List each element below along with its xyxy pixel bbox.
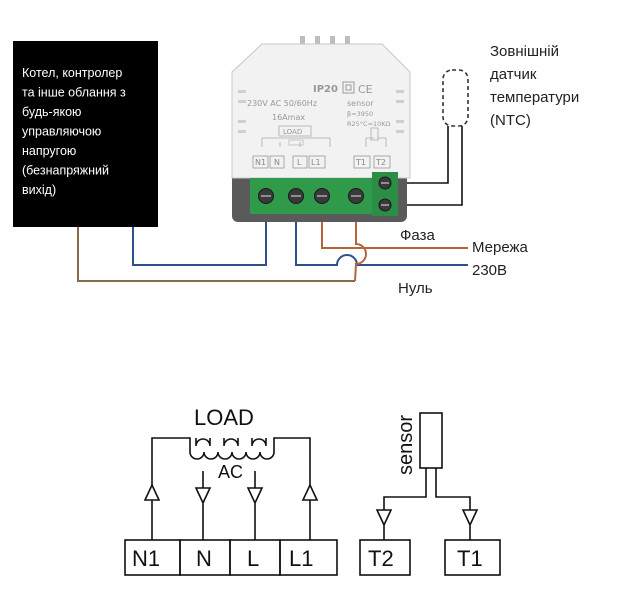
device-terminal-n: N <box>274 158 280 167</box>
device-beta: β=3950 <box>347 110 373 118</box>
schematic-ac-label: AC <box>218 462 243 482</box>
sensor-probe-icon <box>442 69 469 127</box>
load-coil <box>151 437 311 485</box>
n1-connector-icon <box>143 483 161 540</box>
schematic-terminal-n: N <box>196 546 212 571</box>
t2-connector-icon <box>375 468 427 540</box>
device-body <box>231 43 411 179</box>
device-terminal-t1: T1 <box>355 158 366 167</box>
device-terminal-l: L <box>297 158 302 167</box>
device-load-label: LOAD <box>283 128 302 136</box>
ip-rating: IP20 <box>313 84 338 95</box>
schematic-terminal-t2: T2 <box>368 546 394 571</box>
load-wire <box>354 196 367 282</box>
controller-box: Котел, контролер та інше облання з будь-… <box>13 41 158 227</box>
n-connector-icon <box>194 471 212 540</box>
terminal-box-t2 <box>359 539 411 576</box>
sensor-probe-schematic-icon <box>419 412 443 469</box>
device-voltage: 230V AC 50/60Hz <box>247 99 317 108</box>
l1-connector-icon <box>301 483 319 540</box>
sensor-label: Зовнішній датчик температури (NTC) <box>490 43 583 129</box>
control-wire-blue <box>132 196 267 266</box>
device-sensor-word: sensor <box>347 99 374 108</box>
schematic-terminal-l: L <box>247 546 259 571</box>
double-insulation-icon <box>342 81 355 94</box>
terminal-box-t1 <box>444 539 501 576</box>
terminal-box-l1 <box>279 539 338 576</box>
external-sensor: Зовнішній датчик температури (NTC) <box>442 43 583 129</box>
sensor-wire-2 <box>396 126 463 206</box>
neutral-wire <box>295 196 455 266</box>
schematic-terminal-n1: N1 <box>132 546 160 571</box>
ce-mark: CE <box>358 83 373 96</box>
schematic <box>124 412 501 576</box>
device-terminal-l1: L1 <box>311 158 321 167</box>
schematic-sensor-label: sensor <box>395 415 417 475</box>
terminal-screws <box>258 176 392 212</box>
device-current: 16Amax <box>272 113 305 122</box>
device-terminal-n1: N1 <box>255 158 266 167</box>
sensor-wire-1 <box>396 126 449 184</box>
schematic-terminal-l1: L1 <box>289 546 313 571</box>
device-terminal-t2: T2 <box>375 158 386 167</box>
control-wire-brown <box>77 226 355 282</box>
schematic-labels: LOAD AC sensor N1 N L L1 T2 T1 <box>132 405 483 571</box>
neutral-label: Нуль <box>398 280 433 297</box>
device-resistance: R25°C=10KΩ <box>347 120 391 128</box>
l-connector-icon <box>246 471 264 540</box>
schematic-load-label: LOAD <box>194 405 254 430</box>
mains-label: Мережа 230В <box>472 239 532 279</box>
load-bridge <box>195 438 267 447</box>
device-terminal-labels: N1 N L L1 T1 T2 <box>252 155 391 169</box>
device: IP20 CE 230V AC 50/60Hz 16Amax sensor β=… <box>231 36 411 222</box>
t1-connector-icon <box>435 468 479 540</box>
controller-box-text: Котел, контролер та інше облання з будь-… <box>22 66 129 197</box>
phase-label: Фаза <box>400 227 435 244</box>
schematic-terminal-t1: T1 <box>457 546 483 571</box>
